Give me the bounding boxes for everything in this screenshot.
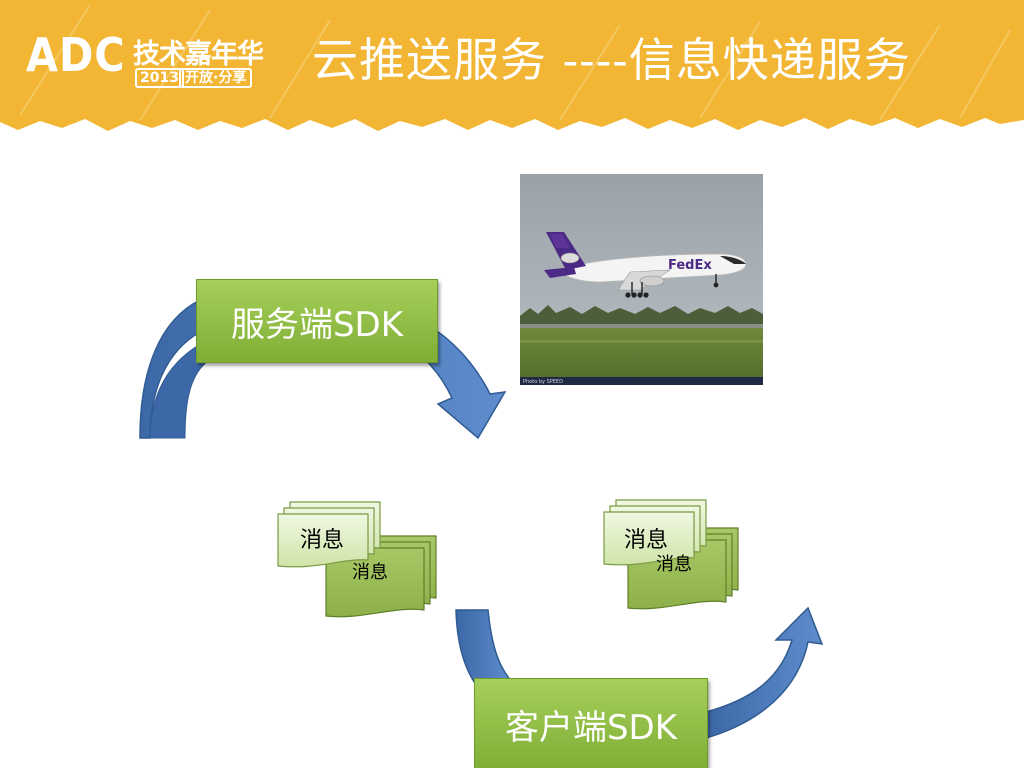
header-band	[0, 0, 1024, 131]
arrow-client-to-stack	[705, 606, 824, 740]
logo-adc-text: ADC	[26, 28, 126, 82]
logo-tagline: 开放·分享	[179, 68, 253, 88]
right-message-stack	[603, 499, 739, 610]
left-message-stack	[277, 501, 437, 618]
logo-subtitle: 技术嘉年华	[133, 39, 264, 70]
client-sdk-box: 客户端SDK	[474, 678, 708, 768]
left-stack-front-label: 消息	[300, 528, 345, 553]
right-stack-front-label: 消息	[624, 528, 669, 553]
client-sdk-label: 客户端SDK	[504, 707, 678, 748]
cargo-plane-photo: FedEx Photo by SPEED	[520, 174, 763, 385]
slide-title: 云推送服务 ----信息快递服务	[312, 33, 911, 87]
airplane: FedEx	[544, 232, 747, 298]
server-sdk-label: 服务端SDK	[230, 304, 404, 345]
server-sdk-box: 服务端SDK	[196, 279, 438, 363]
adc-logo: ADC 技术嘉年华 2013 开放·分享	[26, 28, 276, 92]
photo-credit: Photo by SPEED	[523, 379, 563, 385]
fedex-logo: FedEx	[668, 258, 712, 273]
right-stack-back-label: 消息	[656, 554, 692, 575]
logo-year: 2013	[135, 68, 184, 88]
left-stack-back-label: 消息	[352, 562, 388, 583]
